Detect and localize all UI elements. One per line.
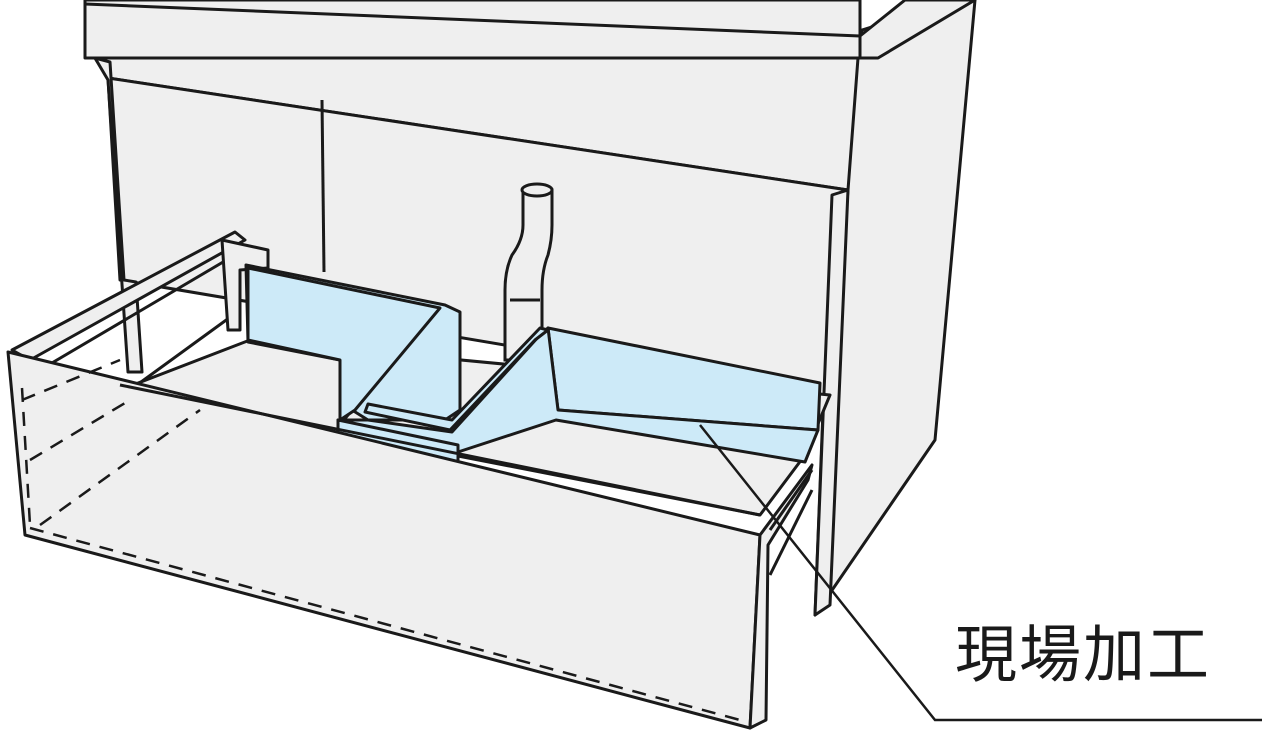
- hidden-line-diag-1: [21, 358, 121, 402]
- rail-line: [39, 253, 236, 372]
- drawer-front: [6, 350, 814, 730]
- countertop-line: [84, 2, 861, 38]
- rail-bracket: [220, 238, 270, 332]
- drawer-top-edge: [119, 383, 761, 517]
- right-frame-post: [813, 188, 850, 617]
- cutout-notch-top: [363, 326, 550, 432]
- cutout-left-section: [244, 263, 462, 427]
- hidden-line-bottom: [29, 526, 741, 722]
- interior-divider-line: [320, 99, 326, 273]
- leader-line: [699, 424, 1262, 722]
- hidden-line-diag-3: [39, 408, 201, 527]
- rail-line-2: [129, 308, 241, 392]
- right-rail-line-2: [768, 489, 814, 576]
- hidden-lines: [20, 358, 741, 722]
- callout-leader: [699, 424, 1262, 722]
- hidden-line-diag-2: [29, 398, 131, 462]
- callout-label: 現場加工: [955, 618, 1211, 691]
- countertop-corner: [858, 0, 977, 60]
- drain-pipe: [503, 182, 554, 362]
- drawer-right-rail: [748, 463, 814, 730]
